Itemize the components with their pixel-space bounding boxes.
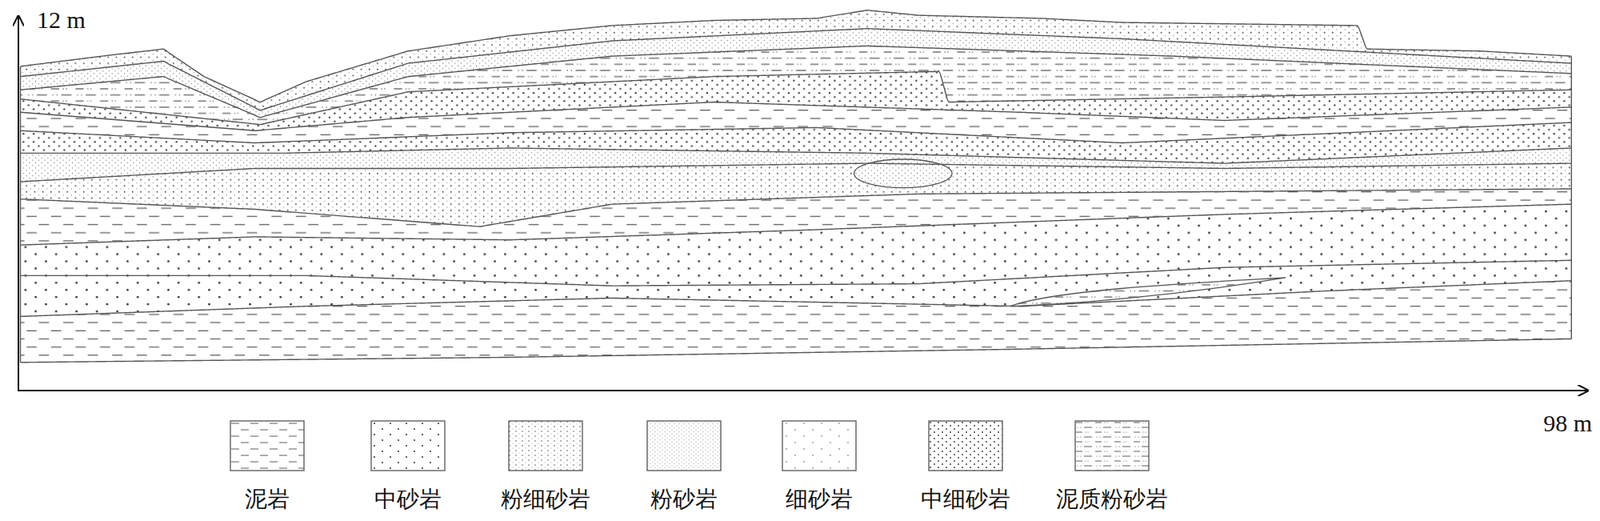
legend-swatch xyxy=(508,420,584,472)
legend-item: 中细砂岩 xyxy=(885,420,1046,512)
legend-item: 中砂岩 xyxy=(328,420,488,512)
x-axis xyxy=(17,389,1588,392)
legend-swatch xyxy=(370,420,446,472)
legend-text: 泥质粉砂岩 xyxy=(1056,487,1168,512)
legend-swatch xyxy=(646,420,722,472)
layer-boundary xyxy=(20,148,1572,164)
layer-boundary xyxy=(20,204,1572,245)
y-axis xyxy=(17,16,20,392)
legend-text: 泥岩 xyxy=(244,487,290,512)
axis-label: 98 m xyxy=(1543,409,1592,436)
layer-boundary xyxy=(20,102,1572,132)
layer-boundary xyxy=(20,280,1572,317)
legend-item: 泥质粉砂岩 xyxy=(1032,420,1192,512)
axis-label-text: 12 m xyxy=(36,6,86,33)
layer-boundary xyxy=(20,28,1572,111)
layer-boundary xyxy=(20,260,1572,286)
legend-item: 细砂岩 xyxy=(739,420,900,512)
legend-item: 泥岩 xyxy=(187,420,348,512)
rock-layer xyxy=(20,280,1572,363)
legend-text: 粉砂岩 xyxy=(650,487,718,512)
layer-boundary xyxy=(20,45,1572,117)
legend-swatch xyxy=(1074,420,1150,472)
legend-swatch xyxy=(928,420,1004,472)
legend-item: 粉砂岩 xyxy=(604,420,764,512)
silt-lens xyxy=(1010,277,1286,307)
section-edge xyxy=(20,66,21,363)
layer-boundary xyxy=(20,338,1572,362)
axis-label-text: 98 m xyxy=(1543,409,1592,436)
legend-item: 粉细砂岩 xyxy=(465,420,626,512)
layer-boundary xyxy=(20,122,1572,144)
layer-boundary xyxy=(20,10,1572,103)
legend-text: 中细砂岩 xyxy=(920,487,1011,512)
legend-text: 中砂岩 xyxy=(374,487,442,512)
legend-swatch xyxy=(229,420,305,472)
section-edge xyxy=(1571,56,1572,339)
legend-text: 细砂岩 xyxy=(785,487,853,512)
layer-boundary xyxy=(20,188,1572,227)
legend-text: 粉细砂岩 xyxy=(500,487,591,512)
axis-label: 12 m xyxy=(36,6,86,33)
layer-boundary xyxy=(20,163,1572,182)
legend-swatch xyxy=(781,420,857,472)
